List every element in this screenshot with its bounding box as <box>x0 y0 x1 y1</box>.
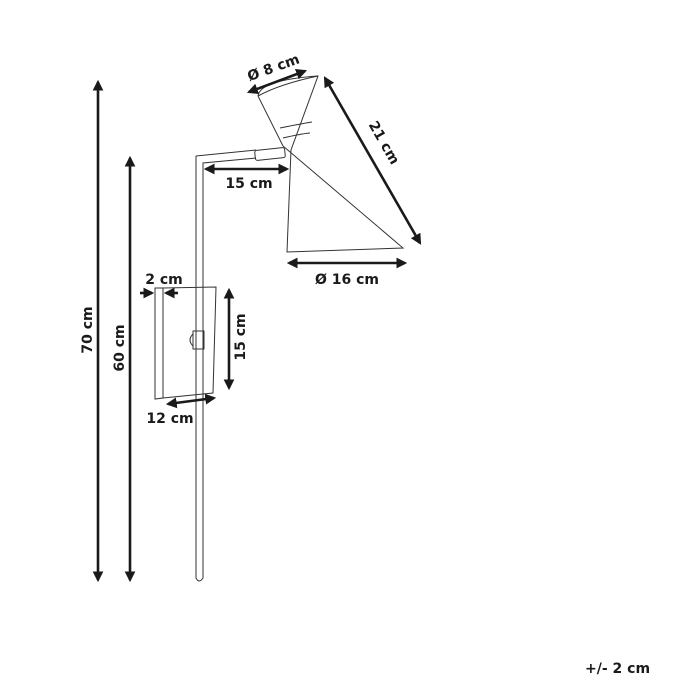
shade-length-label: 21 cm <box>365 119 402 168</box>
plate-height-label: 15 cm <box>233 313 249 360</box>
shade-top-arrow <box>246 68 308 95</box>
shade-top-label: Ø 8 cm <box>245 51 301 85</box>
dimension-arrows <box>92 68 422 583</box>
rod-height-label: 60 cm <box>112 324 128 371</box>
shade-length-arrow <box>323 76 422 245</box>
arm-length-label: 15 cm <box>225 176 272 192</box>
tolerance-note: +/- 2 cm <box>585 661 651 677</box>
shade-bottom-label: Ø 16 cm <box>315 272 379 288</box>
plate-width-label: 12 cm <box>146 411 193 427</box>
plate-depth-label: 2 cm <box>145 272 183 288</box>
total-height-label: 70 cm <box>80 306 96 353</box>
lamp-outline <box>154 75 405 582</box>
plate-width-arrow <box>165 393 217 409</box>
